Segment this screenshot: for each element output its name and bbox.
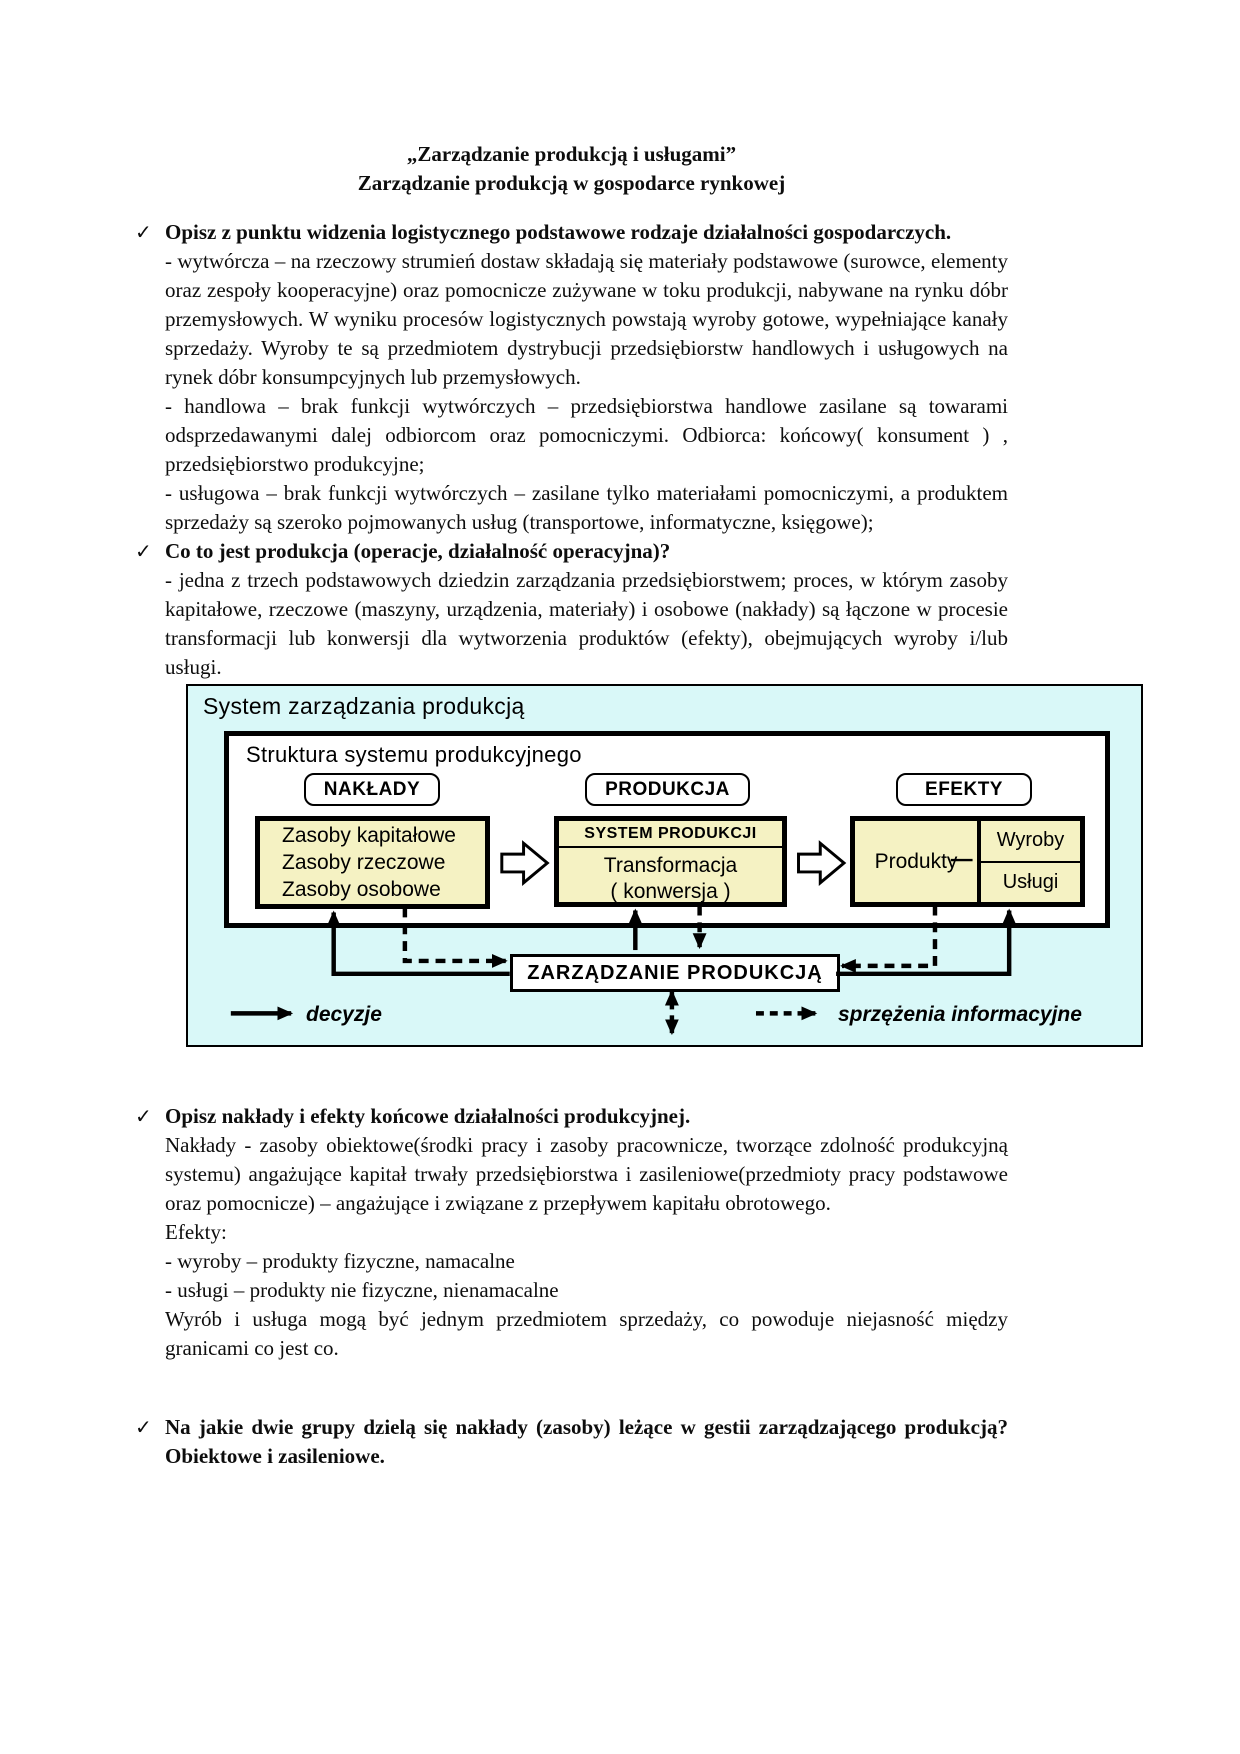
section-types-of-activity: ✓ Opisz z punktu widzenia logistycznego …	[135, 218, 1008, 537]
paragraph-uslugi: - usługi – produkty nie fizyczne, nienam…	[165, 1278, 559, 1302]
heading-text: Opisz z punktu widzenia logistycznego po…	[165, 220, 952, 244]
stage-label-produkcja: PRODUKCJA	[585, 773, 750, 806]
process-line-transformacja: Transformacja	[603, 854, 738, 877]
structure-title: Struktura systemu produkcyjnego	[246, 742, 582, 767]
inputs-box: Zasoby kapitałowe Zasoby rzeczowe Zasoby…	[255, 816, 490, 909]
paragraph-wytworcza: - wytwórcza – na rzeczowy strumień dosta…	[165, 249, 1008, 389]
paragraph-efekty-label: Efekty:	[165, 1220, 227, 1244]
paragraph-wyrob-i-usluga: Wyrób i usługa mogą być jednym przedmiot…	[165, 1307, 1008, 1360]
checkmark-icon: ✓	[135, 1415, 152, 1439]
effects-uslugi-cell: Usługi	[1002, 870, 1059, 893]
effects-split-cells: Wyroby Usługi	[977, 821, 1080, 902]
question-and-answer: Na jakie dwie grupy dzielą się nakłady (…	[165, 1413, 1008, 1471]
inputs-line-capital: Zasoby kapitałowe	[282, 824, 456, 847]
title-line-1: „Zarządzanie produkcją i usługami”	[406, 142, 737, 166]
inputs-line-personnel: Zasoby osobowe	[282, 878, 441, 901]
document-page: „Zarządzanie produkcją i usługami” Zarzą…	[135, 140, 1143, 1471]
stage-label-naklady: NAKŁADY	[304, 773, 440, 806]
production-system-diagram: System zarządzania produkcją Struktura s…	[186, 684, 1143, 1047]
checkmark-icon: ✓	[135, 220, 152, 244]
process-line-konwersja: ( konwersja )	[610, 880, 731, 903]
title-line-2: Zarządzanie produkcją w gospodarce rynko…	[357, 171, 786, 195]
answer-text: Obiektowe i zasileniowe.	[165, 1444, 385, 1468]
paragraph-naklady: Nakłady - zasoby obiektowe(środki pracy …	[165, 1133, 1008, 1215]
process-box-header: SYSTEM PRODUKCJI	[559, 821, 782, 848]
section-what-is-production: ✓ Co to jest produkcja (operacje, działa…	[135, 537, 1008, 682]
section-heading: ✓ Opisz z punktu widzenia logistycznego …	[135, 218, 1008, 247]
checkmark-icon: ✓	[135, 539, 152, 563]
paragraph-wyroby: - wyroby – produkty fizyczne, namacalne	[165, 1249, 515, 1273]
paragraph-uslugowa: - usługowa – brak funkcji wytwórczych – …	[165, 481, 1008, 534]
legend-decisions-label: decyzje	[306, 1003, 382, 1026]
section-inputs-and-effects: ✓ Opisz nakłady i efekty końcowe działal…	[135, 1102, 1008, 1363]
legend-feedback-label: sprzężenia informacyjne	[838, 1003, 1082, 1026]
process-box-body: Transformacja ( konwersja )	[559, 848, 782, 905]
effects-products-cell: Produkty	[874, 849, 958, 873]
process-box: SYSTEM PRODUKCJI Transformacja ( konwers…	[554, 816, 787, 907]
effects-wyroby-cell: Wyroby	[981, 821, 1080, 863]
paragraph-handlowa: - handlowa – brak funkcji wytwórczych – …	[165, 394, 1008, 476]
section-heading: ✓ Co to jest produkcja (operacje, działa…	[135, 537, 1008, 566]
effects-box: Produkty Wyroby Usługi	[850, 816, 1085, 907]
heading-text: Opisz nakłady i efekty końcowe działalno…	[165, 1104, 691, 1128]
document-title: „Zarządzanie produkcją i usługami” Zarzą…	[135, 140, 1008, 198]
section-two-groups: ✓ Na jakie dwie grupy dzielą się nakłady…	[135, 1413, 1008, 1471]
section-heading: ✓ Na jakie dwie grupy dzielą się nakłady…	[135, 1413, 1008, 1471]
stage-label-efekty: EFEKTY	[896, 773, 1032, 806]
management-box: ZARZĄDZANIE PRODUKCJĄ	[510, 954, 840, 992]
paragraph-definition: - jedna z trzech podstawowych dziedzin z…	[165, 568, 1008, 679]
question-text: Na jakie dwie grupy dzielą się nakłady (…	[165, 1415, 1008, 1439]
heading-text: Co to jest produkcja (operacje, działaln…	[165, 539, 671, 563]
inputs-line-material: Zasoby rzeczowe	[282, 851, 446, 874]
checkmark-icon: ✓	[135, 1104, 152, 1128]
section-heading: ✓ Opisz nakłady i efekty końcowe działal…	[135, 1102, 1008, 1131]
diagram-title: System zarządzania produkcją	[203, 693, 525, 719]
